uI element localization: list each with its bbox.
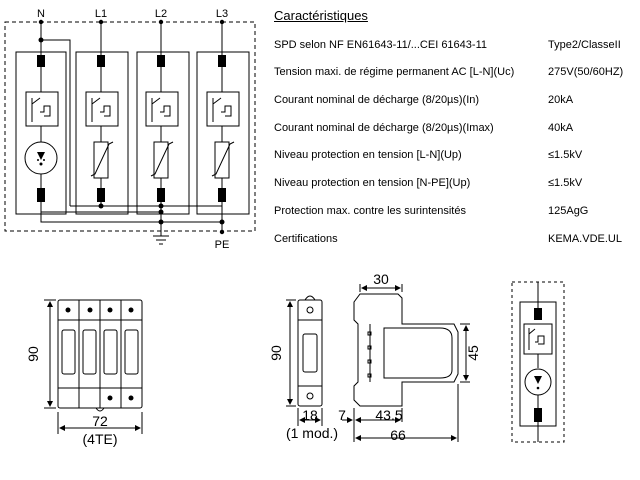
spec-value: 125AgG — [548, 205, 589, 217]
terminal-label-n: N — [37, 8, 45, 20]
module-height-label: 90 — [268, 345, 284, 361]
wiring-schematic: N L1 L2 L3 PE — [4, 8, 256, 251]
spec-row: Niveau protection en tension [N-PE](Up) … — [274, 177, 634, 193]
spec-label: SPD selon NF EN61643-11/...CEI 61643-11 — [274, 39, 487, 51]
spec-value: KEMA.VDE.UL — [548, 233, 622, 245]
side-profile-view — [342, 284, 470, 442]
terminal-label-l3: L3 — [216, 8, 228, 20]
terminal-label-pe: PE — [215, 239, 230, 251]
spec-label: Courant nominal de décharge (8/20µs)(Ima… — [274, 122, 494, 134]
spec-label: Courant nominal de décharge (8/20µs)(In) — [274, 94, 480, 106]
spec-row: Courant nominal de décharge (8/20µs)(In)… — [274, 94, 634, 110]
spec-row: Certifications KEMA.VDE.UL — [274, 233, 634, 249]
thermal-disconnector-l1 — [85, 91, 119, 127]
thermal-disconnector-l2 — [145, 91, 179, 127]
front-modules-label: (4TE) — [83, 431, 118, 447]
terminal-label-l2: L2 — [155, 8, 167, 20]
enclosure-outline — [4, 21, 256, 232]
thermal-disconnector-l3 — [206, 91, 240, 127]
module-l2-housing — [136, 51, 190, 215]
dimension-drawings: 90 72 (4TE) 90 18 (1 mod.) — [25, 271, 565, 447]
spec-label: Protection max. contre les surintensités — [274, 205, 466, 217]
spec-row: SPD selon NF EN61643-11/...CEI 61643-11 … — [274, 39, 634, 55]
n-module-schematic — [511, 281, 565, 443]
spec-value: 40kA — [548, 122, 574, 134]
thermal-disconnector-n — [25, 91, 59, 127]
side-face-label: 45 — [465, 345, 481, 361]
spec-label: Niveau protection en tension [N-PE](Up) — [274, 177, 471, 189]
spec-value: 20kA — [548, 94, 574, 106]
spec-label: Certifications — [274, 233, 338, 245]
front-height-label: 90 — [25, 346, 41, 362]
spec-row: Courant nominal de décharge (8/20µs)(Ima… — [274, 122, 634, 138]
spec-title: Caractéristiques — [274, 8, 368, 23]
front-width-label: 72 — [92, 413, 108, 429]
spec-row: Niveau protection en tension [L-N](Up) ≤… — [274, 149, 634, 165]
depth-total-label: 66 — [390, 427, 406, 443]
side-top-label: 30 — [373, 271, 389, 287]
front-view — [44, 299, 143, 434]
module-width-label: 18 — [302, 407, 318, 423]
rail-offset-label: 7 — [338, 407, 346, 423]
spec-value: ≤1.5kV — [548, 149, 583, 161]
spec-label: Niveau protection en tension [L-N](Up) — [274, 149, 462, 161]
spec-label: Tension maxi. de régime permanent AC [L-… — [274, 66, 515, 78]
spec-row: Protection max. contre les surintensités… — [274, 205, 634, 221]
module-l3-housing — [196, 51, 250, 215]
spec-value: 275V(50/60HZ) — [548, 66, 624, 78]
spec-row: Tension maxi. de régime permanent AC [L-… — [274, 66, 634, 82]
terminal-label-l1: L1 — [95, 8, 107, 20]
spec-value: Type2/ClasseII — [548, 39, 621, 51]
spec-value: ≤1.5kV — [548, 177, 583, 189]
depth-inner-label: 43.5 — [375, 407, 402, 423]
single-module-view — [286, 295, 323, 426]
module-l1-housing — [75, 51, 129, 215]
module-note-label: (1 mod.) — [286, 425, 338, 441]
